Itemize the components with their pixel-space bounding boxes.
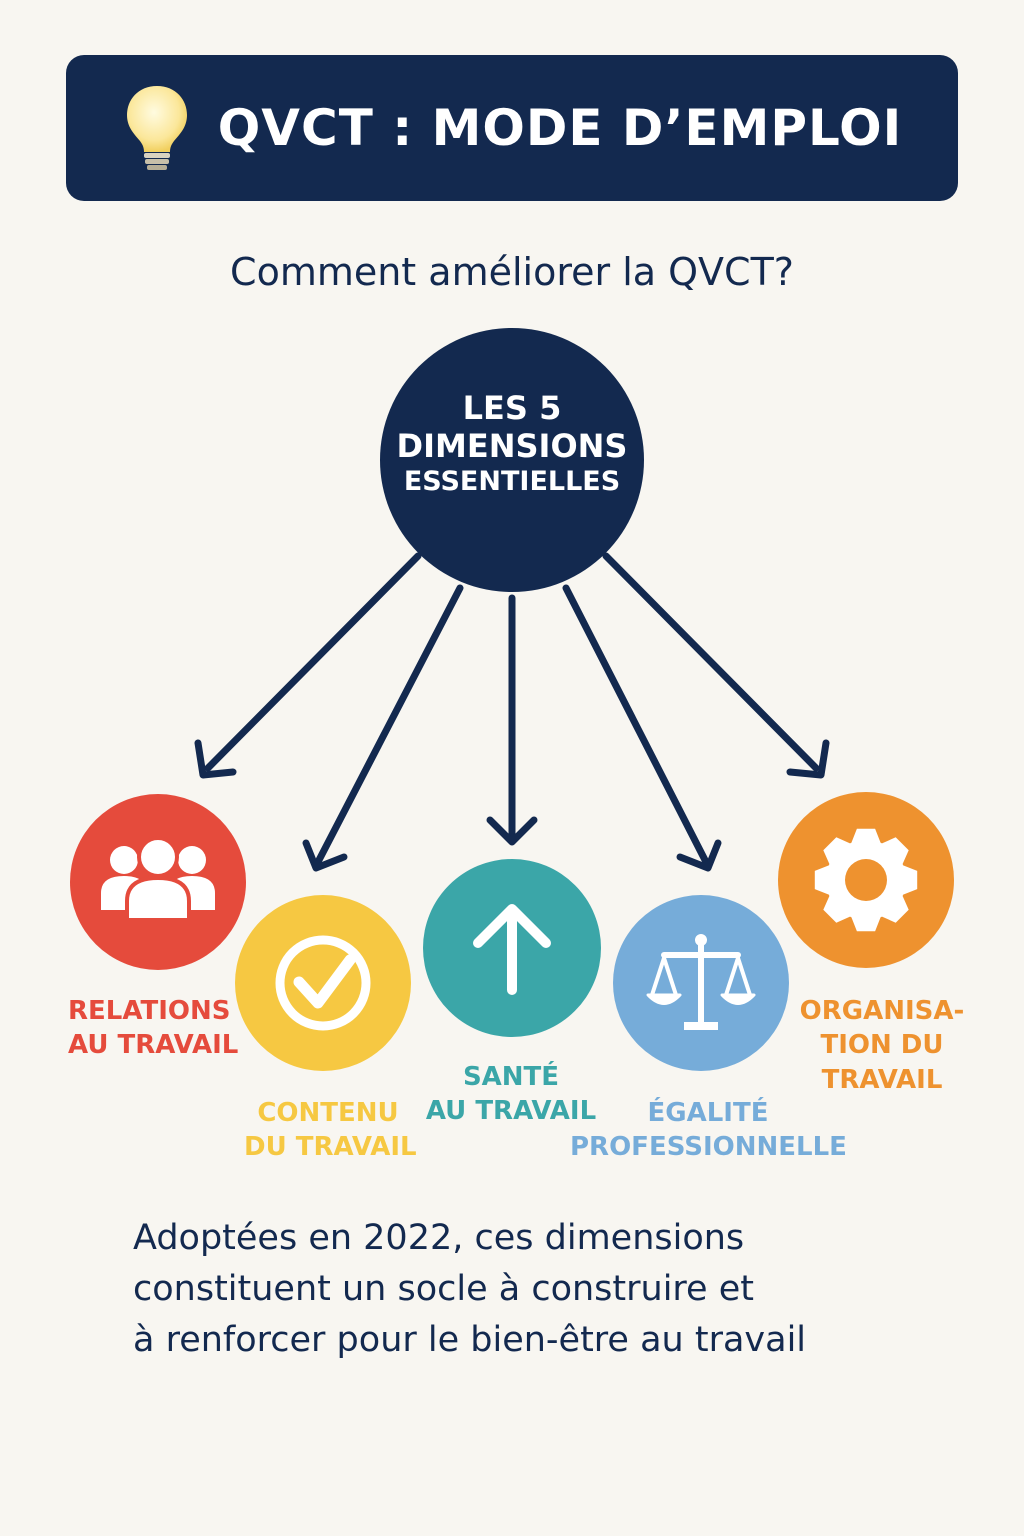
dimension-sante [423,859,601,1037]
contenu-circle [235,895,411,1071]
organisation-label: ORGANISA- TION DU TRAVAIL [799,996,965,1095]
footer-line-1: Adoptées en 2022, ces dimensions [133,1218,745,1258]
hub-label: LES 5 DIMENSIONS ESSENTIELLES [380,389,644,497]
gear-icon [814,828,918,932]
footer-text: Adoptées en 2022, ces dimensions constit… [133,1213,933,1365]
arrow-to-egalite [562,584,722,872]
scales-icon [646,934,756,1030]
arrow-to-relations [194,552,422,779]
dimension-organisation [778,792,954,968]
arrow-to-contenu [302,584,464,872]
page-title: QVCT : MODE D’EMPLOI [217,99,903,157]
checkmark-icon [275,935,371,1031]
people-icon [101,836,215,922]
arrow-to-sante [486,594,538,846]
title-banner: QVCT : MODE D’EMPLOI [66,55,958,201]
hub-line-2: DIMENSIONS [396,426,628,465]
footer-line-2: constituent un socle à construire et [133,1268,754,1309]
dimension-egalite [613,895,789,1071]
gear-hole [845,859,887,901]
hub-circle [380,328,644,592]
lightbulb-icon [126,86,187,170]
dimension-relations [70,794,246,970]
sante-label: SANTÉ AU TRAVAIL [425,1062,597,1127]
relations-label: RELATIONS AU TRAVAIL [68,996,239,1061]
footer-line-3: à renforcer pour le bien-être au travail [133,1319,807,1360]
arrow-to-organisation [602,552,830,779]
dimension-contenu [235,895,411,1071]
egalite-label: ÉGALITÉ PROFESSIONNELLE [570,1098,847,1163]
arrow-up-icon [473,904,551,995]
hub-line-3: ESSENTIELLES [403,465,621,497]
hub-line-1: LES 5 [462,389,562,427]
subtitle: Comment améliorer la QVCT? [230,250,794,294]
contenu-label: CONTENU DU TRAVAIL [244,1098,417,1163]
